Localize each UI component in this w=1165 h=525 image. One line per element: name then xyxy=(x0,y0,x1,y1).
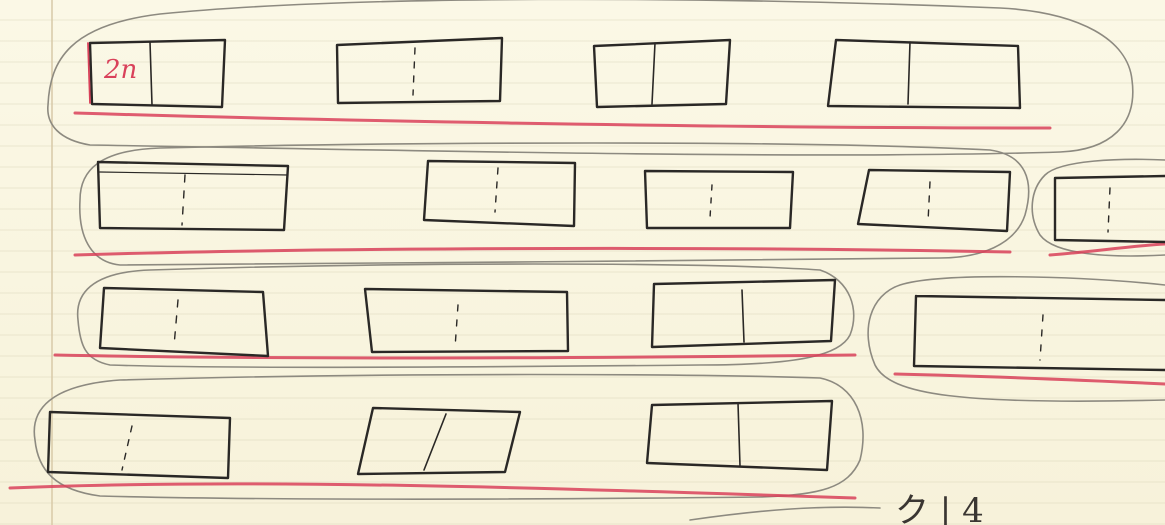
box-row2-1 xyxy=(98,162,288,230)
box-row3-1 xyxy=(100,288,268,356)
box-row4-2 xyxy=(358,408,520,474)
box-row3-2 xyxy=(365,289,568,352)
red-note: 2n xyxy=(103,55,137,85)
box-row1-4 xyxy=(828,40,1020,108)
box-row3-4 xyxy=(914,296,1165,370)
red-underline-row-4 xyxy=(10,484,855,498)
group-outline-row-1 xyxy=(48,0,1133,155)
group-outline-bottom xyxy=(690,507,880,520)
box-row4-1 xyxy=(48,412,230,478)
red-underline-row-1 xyxy=(75,113,1050,128)
box-row3-3 xyxy=(652,280,835,347)
box-row2-2 xyxy=(424,161,575,226)
box-row2-4 xyxy=(858,170,1010,231)
corner-note: ク | 4 xyxy=(895,491,984,525)
group-outline-row-2 xyxy=(80,143,1029,265)
box-row2-5 xyxy=(1055,176,1165,242)
box-row1-2 xyxy=(337,38,502,103)
box-row4-3 xyxy=(647,401,832,470)
box-row1-3 xyxy=(594,40,730,107)
red-underline-row-3b xyxy=(895,374,1165,384)
red-underline-row-2 xyxy=(75,248,1010,255)
red-underline-row-3 xyxy=(55,355,855,358)
box-row2-3 xyxy=(645,171,793,228)
